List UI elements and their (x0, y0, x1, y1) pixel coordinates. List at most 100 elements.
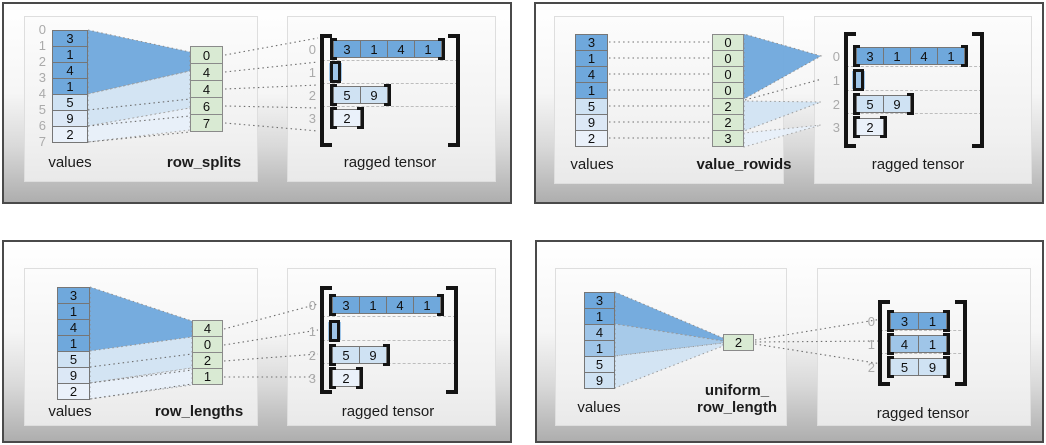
row-index: 2 (308, 348, 316, 363)
values-label: values (48, 403, 92, 420)
row-separator (322, 83, 458, 84)
value-cell: 9 (575, 114, 608, 131)
close-bracket-icon (880, 116, 887, 138)
row-separator (846, 113, 982, 114)
tensor-bracket-right (448, 34, 460, 147)
value-cell: 1 (52, 78, 88, 95)
row-separator (322, 60, 458, 61)
ragged-cell: 2 (856, 118, 884, 136)
ragged-cell: 4 (910, 47, 938, 65)
value-cell: 1 (584, 340, 615, 357)
quadrant-row-splits: 0 1 2 3 4 5 6 7 3 1 4 1 5 9 2 0 4 4 6 7 … (2, 2, 512, 204)
value-cell: 1 (57, 303, 90, 320)
ragged-cell: 5 (890, 358, 919, 376)
row-separator (880, 353, 966, 354)
tensor-bracket-left (320, 286, 332, 394)
row-splits-cell: 4 (190, 80, 223, 98)
ragged-row-empty (852, 69, 865, 91)
row-separator (322, 316, 456, 317)
ragged-cell: 1 (937, 47, 965, 65)
open-bracket-icon (887, 310, 894, 332)
ragged-cell: 4 (890, 335, 919, 353)
open-bracket-icon (329, 294, 336, 316)
open-bracket-icon (853, 116, 860, 138)
row-lengths-cell: 0 (192, 336, 223, 353)
close-bracket-icon (961, 45, 968, 67)
open-bracket-icon (329, 320, 336, 342)
ragged-row: 5 9 (887, 356, 950, 378)
close-bracket-icon (357, 107, 364, 129)
value-rowids-cell: 0 (712, 50, 744, 67)
value-rowids-cell: 2 (712, 98, 744, 115)
value-cell: 4 (575, 66, 608, 83)
method-label-line1: uniform_ (704, 382, 770, 399)
ragged-cell: 5 (332, 346, 360, 364)
row-index: 2 (867, 360, 875, 375)
ragged-cell: 2 (332, 369, 360, 387)
value-cell: 4 (57, 319, 90, 336)
ragged-row: 4 1 (887, 333, 950, 355)
open-bracket-icon (330, 84, 337, 106)
ragged-cell: 9 (918, 358, 947, 376)
open-bracket-icon (330, 61, 337, 83)
value-cell: 9 (52, 110, 88, 127)
ragged-cell: 9 (360, 86, 388, 104)
value-cell: 9 (57, 367, 90, 384)
ragged-cell: 1 (918, 312, 947, 330)
value-index: 0 (38, 22, 46, 37)
method-label: value_rowids (696, 156, 792, 173)
row-index: 1 (308, 324, 316, 339)
value-cell: 2 (575, 130, 608, 147)
ragged-row: 3 1 4 1 (330, 38, 445, 60)
close-bracket-icon (334, 61, 341, 83)
tensor-bracket-left (844, 32, 856, 148)
ragged-cell: 9 (359, 346, 387, 364)
close-bracket-icon (943, 356, 950, 378)
ragged-row: 5 9 (330, 84, 391, 106)
value-index: 3 (38, 70, 46, 85)
close-bracket-icon (438, 38, 445, 60)
ragged-row: 3 1 4 1 (329, 294, 444, 316)
ragged-row: 3 1 4 1 (853, 45, 968, 67)
row-lengths-cell: 1 (192, 368, 223, 385)
ragged-cell: 9 (883, 95, 911, 113)
close-bracket-icon (356, 367, 363, 389)
value-rowids-cell: 0 (712, 34, 744, 51)
row-index: 0 (308, 42, 316, 57)
uniform-row-length-cell: 2 (723, 334, 754, 351)
close-bracket-icon (384, 84, 391, 106)
row-index: 1 (867, 337, 875, 352)
row-index: 3 (832, 120, 840, 135)
ragged-row: 5 9 (853, 93, 914, 115)
row-index: 1 (832, 73, 840, 88)
ragged-cell: 3 (890, 312, 919, 330)
value-rowids-cell: 2 (712, 114, 744, 131)
row-separator (880, 330, 966, 331)
row-index: 2 (832, 97, 840, 112)
value-index: 2 (38, 54, 46, 69)
row-separator (846, 90, 982, 91)
row-splits-cell: 7 (190, 114, 223, 132)
ragged-cell: 1 (918, 335, 947, 353)
close-bracket-icon (437, 294, 444, 316)
row-separator (322, 106, 458, 107)
value-cell: 4 (52, 62, 88, 79)
ragged-cell: 5 (333, 86, 361, 104)
ragged-row: 3 1 (887, 310, 950, 332)
value-cell: 1 (575, 82, 608, 99)
row-index: 0 (867, 314, 875, 329)
value-cell: 1 (57, 335, 90, 352)
ragged-cell: 4 (386, 296, 414, 314)
ragged-cell: 3 (333, 40, 361, 58)
method-label: row_lengths (154, 403, 244, 420)
value-rowids-cell: 3 (712, 130, 744, 147)
ragged-row-empty (329, 61, 342, 83)
row-lengths-cell: 2 (192, 352, 223, 369)
value-cell: 2 (52, 126, 88, 143)
values-label: values (577, 399, 621, 416)
close-bracket-icon (907, 93, 914, 115)
value-cell: 3 (57, 287, 90, 304)
ragged-cell: 1 (414, 40, 442, 58)
ragged-tensor-label: ragged tensor (341, 403, 435, 420)
